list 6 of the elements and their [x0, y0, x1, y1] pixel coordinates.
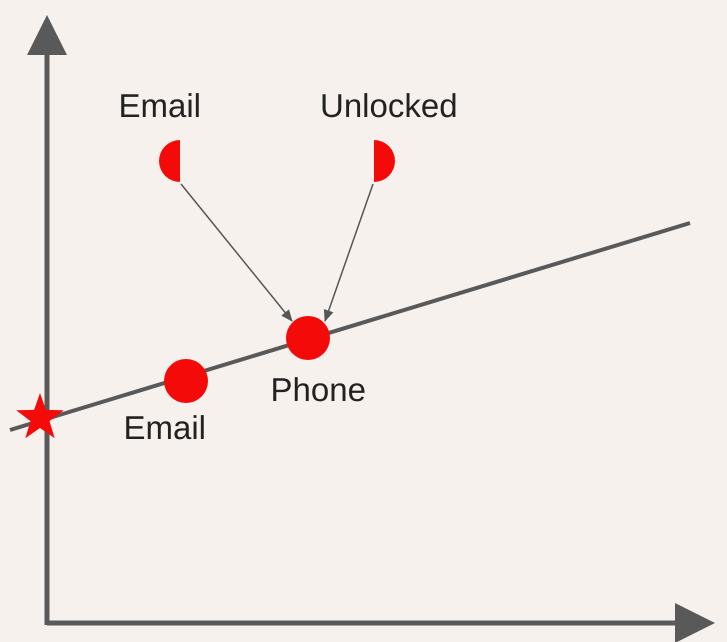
arrow	[324, 184, 374, 322]
marker-label: Phone	[270, 372, 366, 408]
marker-label: Unlocked	[320, 88, 458, 124]
marker-label: Email	[124, 410, 206, 446]
marker-label: Email	[118, 88, 202, 124]
arrow	[180, 184, 293, 322]
